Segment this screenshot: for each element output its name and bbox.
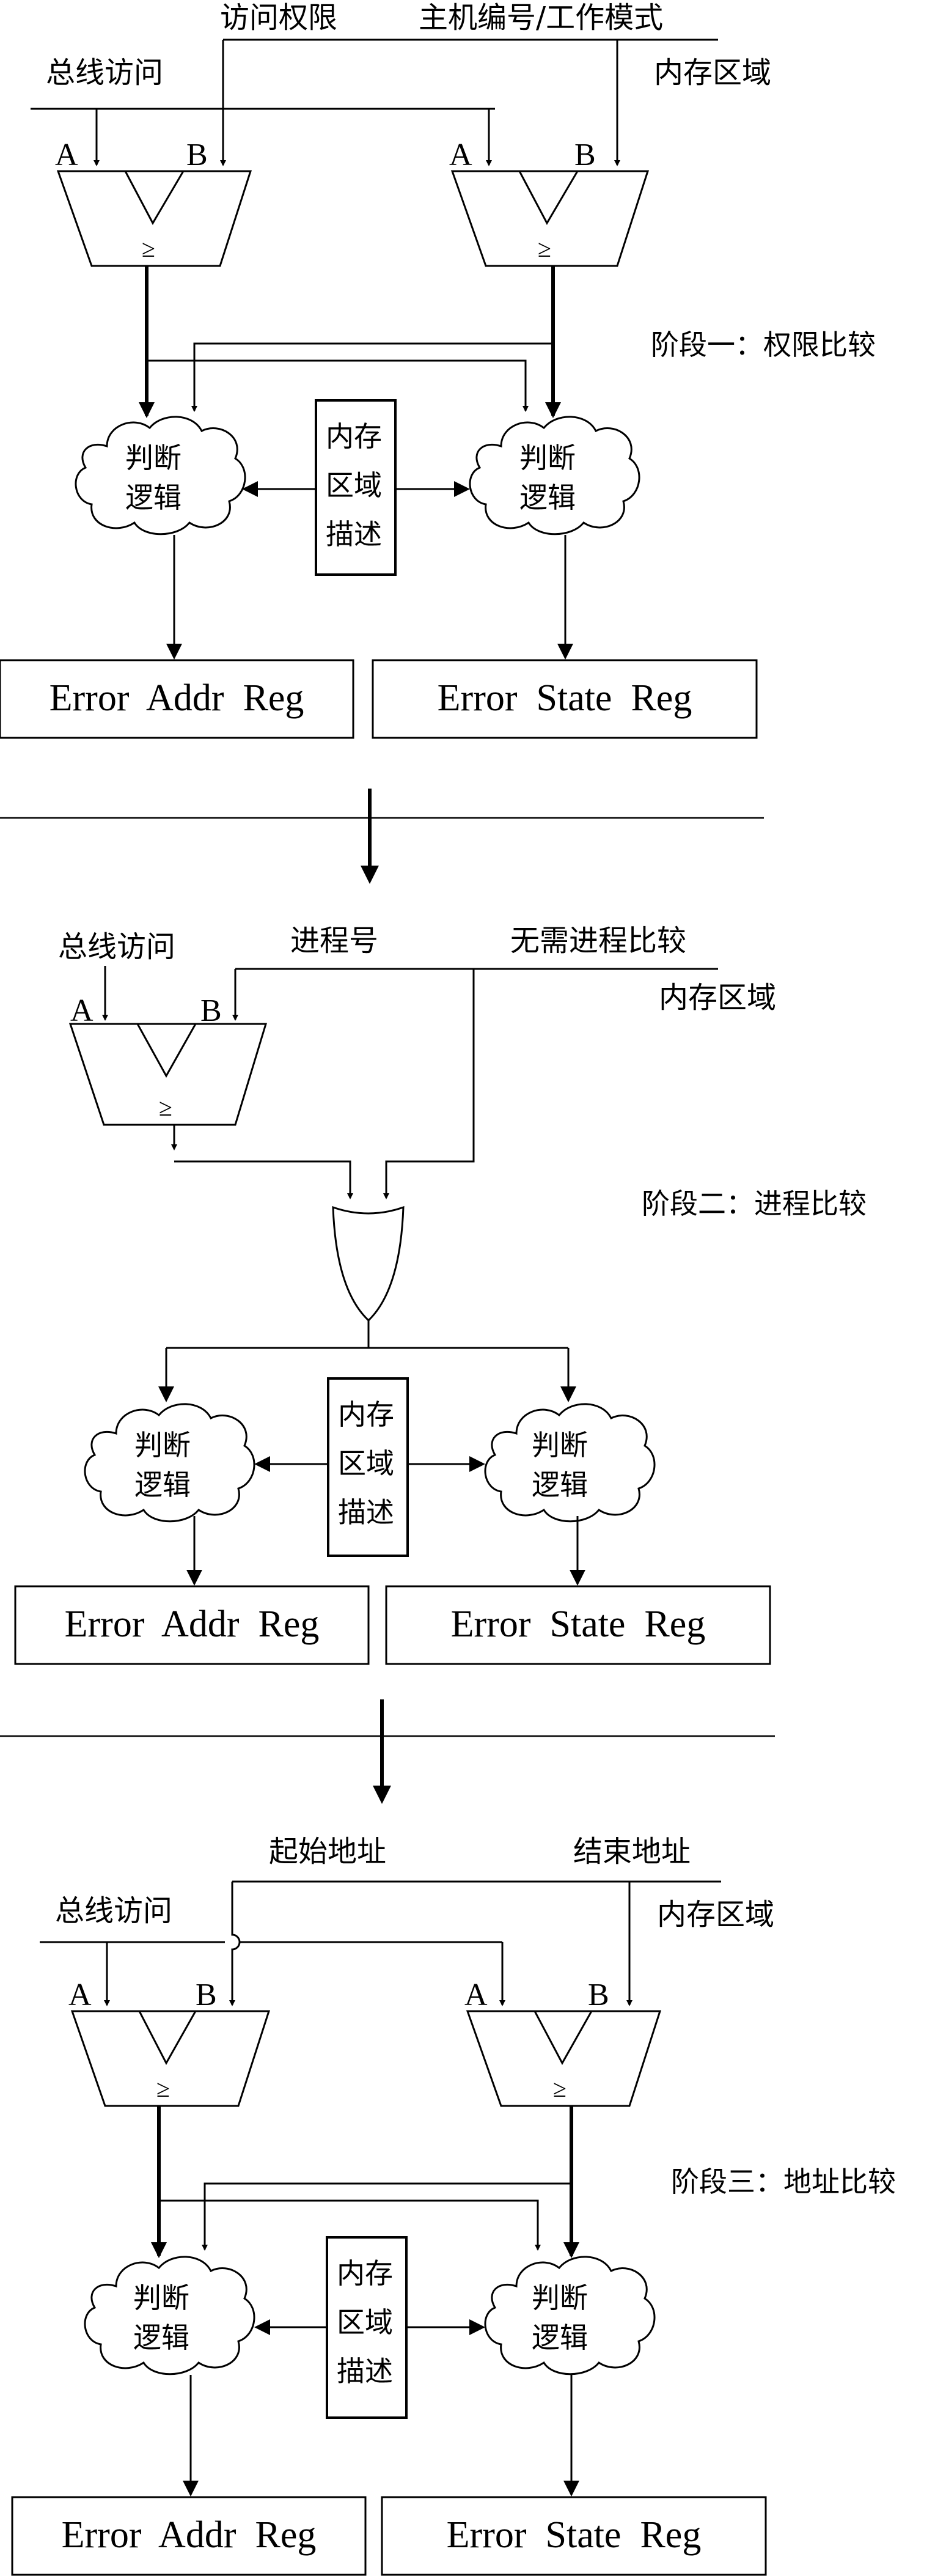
bus-access-label: 总线访问 — [58, 930, 175, 964]
error-addr-reg: Error Addr Reg — [0, 659, 354, 739]
logic-text-1: 判断 — [133, 2281, 189, 2314]
region-description-box: 内存 区域 描述 — [327, 1377, 409, 1557]
logic-text-1: 判断 — [519, 441, 576, 474]
comparator-right: A B ≥ — [449, 138, 650, 267]
wire-cross-1 — [159, 2199, 541, 2251]
start-address-label: 起始地址 — [269, 1834, 386, 1869]
port-a-label: A — [70, 993, 94, 1028]
memory-region-label: 内存区域 — [657, 1897, 774, 1932]
comparator-symbol: ≥ — [159, 1094, 172, 1121]
desc-line-1: 内存 — [326, 420, 382, 453]
logic-cloud-left: 判断 逻辑 — [84, 1403, 255, 1523]
stage-3: 起始地址 结束地址 总线访问 内存区域 阶段三：地址比较 A B ≥ A B ≥ — [11, 1834, 896, 2576]
logic-text-2: 逻辑 — [532, 1468, 588, 1501]
comparator-symbol: ≥ — [538, 235, 551, 262]
host-mode-label: 主机编号/工作模式 — [419, 1, 663, 35]
desc-line-1: 内存 — [337, 2257, 393, 2290]
error-state-reg: Error State Reg — [381, 2496, 767, 2576]
logic-text-2: 逻辑 — [125, 481, 182, 514]
comparator-symbol: ≥ — [156, 2075, 170, 2102]
logic-cloud-right: 判断 逻辑 — [484, 1403, 656, 1523]
state-reg-text: Error State Reg — [447, 2514, 702, 2556]
port-b-label: B — [588, 1978, 609, 2012]
stage-label: 阶段三：地址比较 — [671, 2165, 896, 2198]
port-a-label: A — [449, 138, 472, 172]
desc-line-3: 描述 — [338, 1496, 394, 1529]
error-state-reg: Error State Reg — [372, 659, 758, 739]
desc-line-2: 区域 — [337, 2306, 393, 2339]
logic-text-1: 判断 — [125, 441, 182, 474]
bus-access-label: 总线访问 — [46, 56, 163, 90]
bus-access-label: 总线访问 — [55, 1894, 172, 1928]
state-reg-text: Error State Reg — [451, 1603, 706, 1645]
wire-cmp-to-or — [174, 1160, 353, 1199]
comparator-right: A B ≥ — [464, 1978, 662, 2107]
wire-cross-1 — [147, 359, 529, 412]
or-gate — [332, 1205, 405, 1322]
logic-text-2: 逻辑 — [134, 1468, 191, 1501]
comparator-symbol: ≥ — [553, 2075, 566, 2102]
comparator: A B ≥ — [68, 993, 268, 1126]
logic-cloud-right: 判断 逻辑 — [484, 2256, 656, 2375]
port-a-label: A — [464, 1978, 488, 2012]
no-process-label: 无需进程比较 — [510, 924, 686, 958]
region-description-box: 内存 区域 描述 — [315, 399, 397, 576]
addr-reg-text: Error Addr Reg — [65, 1603, 320, 1645]
desc-line-2: 区域 — [338, 1447, 394, 1480]
port-a-label: A — [55, 138, 78, 172]
access-permission-label: 访问权限 — [220, 1, 337, 35]
stage-1: 访问权限 主机编号/工作模式 总线访问 内存区域 阶段一：权限比较 A B ≥ … — [0, 1, 876, 739]
desc-line-1: 内存 — [338, 1398, 394, 1431]
addr-reg-text: Error Addr Reg — [50, 677, 304, 719]
logic-text-1: 判断 — [532, 2281, 588, 2314]
logic-text-2: 逻辑 — [519, 481, 576, 514]
logic-cloud-left: 判断 逻辑 — [84, 2256, 255, 2375]
desc-line-2: 区域 — [326, 469, 382, 502]
comparator-left: A B ≥ — [55, 138, 252, 267]
wire-cross-2 — [202, 2182, 571, 2251]
state-reg-text: Error State Reg — [438, 677, 692, 719]
desc-line-3: 描述 — [326, 518, 382, 551]
desc-line-3: 描述 — [337, 2355, 393, 2388]
stage-label: 阶段二：进程比较 — [642, 1187, 867, 1220]
logic-text-1: 判断 — [134, 1429, 191, 1462]
wire-start-to-b1 — [229, 1882, 241, 2006]
wire-no-process-to-or — [383, 969, 475, 1199]
stage-label: 阶段一：权限比较 — [651, 328, 876, 361]
error-addr-reg: Error Addr Reg — [14, 1585, 370, 1665]
logic-cloud-left: 判断 逻辑 — [75, 416, 246, 535]
error-state-reg: Error State Reg — [385, 1585, 771, 1665]
logic-text-1: 判断 — [532, 1429, 588, 1462]
logic-text-2: 逻辑 — [532, 2321, 588, 2354]
end-address-label: 结束地址 — [573, 1834, 691, 1869]
logic-text-2: 逻辑 — [133, 2321, 189, 2354]
region-description-box: 内存 区域 描述 — [326, 2236, 408, 2419]
error-addr-reg: Error Addr Reg — [11, 2496, 367, 2576]
port-b-label: B — [186, 138, 208, 172]
comparator-left: A B ≥ — [68, 1978, 271, 2107]
port-b-label: B — [574, 138, 596, 172]
comparator-symbol: ≥ — [142, 235, 155, 262]
stage-2: 总线访问 进程号 无需进程比较 内存区域 阶段二：进程比较 A B ≥ 判断 逻… — [14, 924, 867, 1665]
process-id-label: 进程号 — [290, 924, 378, 958]
port-a-label: A — [68, 1978, 92, 2012]
port-b-label: B — [200, 993, 222, 1028]
port-b-label: B — [196, 1978, 217, 2012]
memory-region-label: 内存区域 — [659, 981, 776, 1015]
addr-reg-text: Error Addr Reg — [62, 2514, 317, 2556]
memory-region-label: 内存区域 — [654, 56, 771, 90]
wire-cross-2 — [191, 342, 553, 412]
logic-cloud-right: 判断 逻辑 — [469, 416, 640, 535]
